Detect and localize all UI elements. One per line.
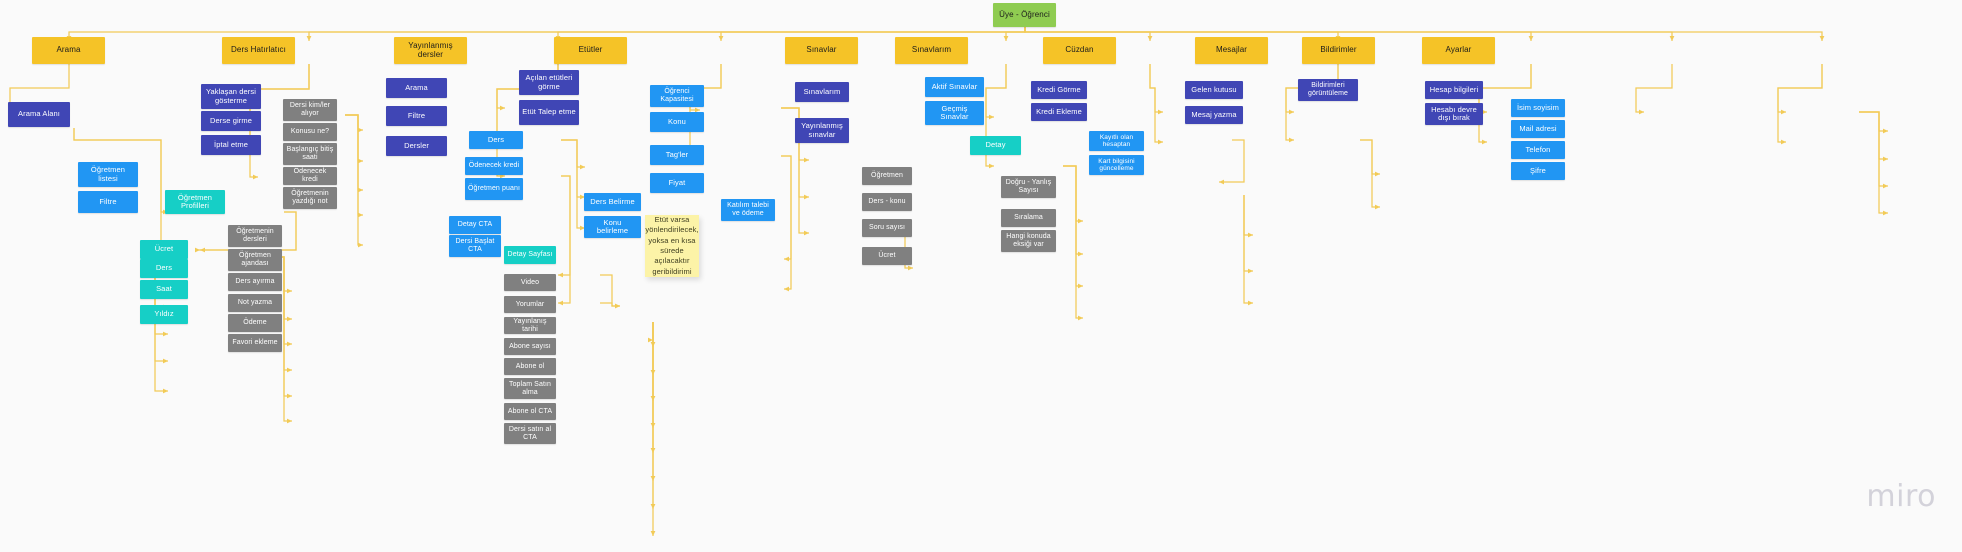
node-sinavlar-sinavlarim[interactable]: Sınavlarım bbox=[795, 82, 849, 102]
node-mesajlar[interactable]: Mesajlar bbox=[1195, 37, 1268, 64]
node-acilan-etutleri-gorme[interactable]: Açılan etütleri görme bbox=[519, 70, 579, 95]
node-mesaj-yazma[interactable]: Mesaj yazma bbox=[1185, 106, 1243, 124]
node-ders-ayirma[interactable]: Ders ayırma bbox=[228, 273, 282, 291]
node-sinav-ucret[interactable]: Ücret bbox=[862, 247, 912, 265]
node-yorumlar[interactable]: Yorumlar bbox=[504, 296, 556, 313]
node-sinavlarim[interactable]: Sınavlarım bbox=[895, 37, 968, 64]
node-katilim-talebi-ve-odeme[interactable]: Katılım talebi ve ödeme bbox=[721, 199, 775, 221]
node-ders-hatirlatici[interactable]: Ders Hatırlatıcı bbox=[222, 37, 295, 64]
node-etut-talep-etme[interactable]: Etüt Talep etme bbox=[519, 100, 579, 125]
miro-watermark: miro bbox=[1866, 479, 1936, 514]
node-arama-filtre[interactable]: Filtre bbox=[78, 191, 138, 213]
node-konusu-ne[interactable]: Konusu ne? bbox=[283, 123, 337, 141]
node-hesap-bilgileri[interactable]: Hesap bilgileri bbox=[1425, 81, 1483, 99]
node-bildirimler[interactable]: Bildirimler bbox=[1302, 37, 1375, 64]
node-filtre-ders[interactable]: Ders bbox=[469, 131, 523, 149]
node-arama-alani[interactable]: Arama Alanı bbox=[8, 102, 70, 127]
node-not-yazma[interactable]: Not yazma bbox=[228, 294, 282, 312]
node-gecmis-sinavlar[interactable]: Geçmiş Sınavlar bbox=[925, 101, 984, 125]
node-saat[interactable]: Saat bbox=[140, 280, 188, 299]
node-yayinlanmis-dersler[interactable]: Yayınlanmış dersler bbox=[394, 37, 467, 64]
node-derse-girme[interactable]: Derse girme bbox=[201, 111, 261, 131]
node-favori-ekleme[interactable]: Favori ekleme bbox=[228, 334, 282, 352]
node-yayinlanmis-filtre[interactable]: Filtre bbox=[386, 106, 447, 126]
node-kredi-gorme[interactable]: Kredi Görme bbox=[1031, 81, 1087, 99]
node-ogretmen-profilleri[interactable]: Öğretmen Profilleri bbox=[165, 190, 225, 214]
node-odenecek-kredi-hatirlatici[interactable]: Ödenecek kredi bbox=[283, 167, 337, 185]
node-fiyat[interactable]: Fiyat bbox=[650, 173, 704, 193]
node-kart-bilgisini-guncelleme[interactable]: Kart bilgisini güncelleme bbox=[1089, 155, 1144, 175]
node-detay-cta[interactable]: Detay CTA bbox=[449, 216, 501, 234]
node-filtre-odenecek-kredi[interactable]: Ödenecek kredi bbox=[465, 157, 523, 175]
node-yaklasan-dersi[interactable]: Yaklaşan dersi gösterme bbox=[201, 84, 261, 109]
node-etutler[interactable]: Etütler bbox=[554, 37, 627, 64]
node-tagler[interactable]: Tag'ler bbox=[650, 145, 704, 165]
node-odeme[interactable]: Ödeme bbox=[228, 314, 282, 332]
node-sinav-ogretmen[interactable]: Öğretmen bbox=[862, 167, 912, 185]
node-ogretmenin-dersleri[interactable]: Öğretmenin dersleri bbox=[228, 225, 282, 247]
node-siralama[interactable]: Sıralama bbox=[1001, 209, 1056, 227]
node-kredi-ekleme[interactable]: Kredi Ekleme bbox=[1031, 103, 1087, 121]
node-ders-belirme[interactable]: Ders Belirme bbox=[584, 193, 641, 211]
node-sifre[interactable]: Şifre bbox=[1511, 162, 1565, 180]
node-video[interactable]: Video bbox=[504, 274, 556, 291]
node-iptal-etme[interactable]: İptal etme bbox=[201, 135, 261, 155]
node-sinav-ders-konu[interactable]: Ders - konu bbox=[862, 193, 912, 211]
node-bildirimleri-goruntuleme[interactable]: Bildirimleri görüntüleme bbox=[1298, 79, 1358, 101]
node-abone-sayisi[interactable]: Abone sayısı bbox=[504, 338, 556, 355]
node-ders-filtre[interactable]: Ders bbox=[140, 259, 188, 278]
node-toplam-satin-alma[interactable]: Toplam Satın alma bbox=[504, 378, 556, 399]
node-konu[interactable]: Konu bbox=[650, 112, 704, 132]
node-kayitli-olan-hesaptan[interactable]: Kayıtlı olan hesaptan bbox=[1089, 131, 1144, 151]
node-dersi-satin-al-cta[interactable]: Dersi satın al CTA bbox=[504, 423, 556, 444]
node-ogrenci-kapasitesi[interactable]: Öğrenci Kapasitesi bbox=[650, 85, 704, 107]
node-ayarlar[interactable]: Ayarlar bbox=[1422, 37, 1495, 64]
node-gelen-kutusu[interactable]: Gelen kutusu bbox=[1185, 81, 1243, 99]
node-isim-soyisim[interactable]: İsim soyisim bbox=[1511, 99, 1565, 117]
node-dogru-yanlis-sayisi[interactable]: Doğru - Yanlış Sayısı bbox=[1001, 176, 1056, 198]
node-baslangic-bitis-saati[interactable]: Başlangıç bitiş saati bbox=[283, 143, 337, 165]
node-dersi-baslat-cta[interactable]: Dersi Başlat CTA bbox=[449, 235, 501, 257]
node-arama[interactable]: Arama bbox=[32, 37, 105, 64]
node-ogretmenin-yazdigi-not[interactable]: Öğretmenin yazdığı not bbox=[283, 187, 337, 209]
node-telefon[interactable]: Telefon bbox=[1511, 141, 1565, 159]
node-hesabi-devre-disi-birak[interactable]: Hesabı devre dışı bırak bbox=[1425, 103, 1483, 125]
node-abone-ol[interactable]: Abone ol bbox=[504, 358, 556, 375]
node-ogretmen-listesi[interactable]: Öğretmen listesi bbox=[78, 162, 138, 187]
node-yayinlanmis-dersler-list[interactable]: Dersler bbox=[386, 136, 447, 156]
node-yayinlanmis-sinavlar[interactable]: Yayınlanmış sınavlar bbox=[795, 118, 849, 143]
node-root[interactable]: Üye - Öğrenci bbox=[993, 3, 1056, 27]
node-sinav-soru-sayisi[interactable]: Soru sayısı bbox=[862, 219, 912, 237]
node-dersi-kimler-aliyor[interactable]: Dersi kim/ler alıyor bbox=[283, 99, 337, 121]
node-abone-ol-cta[interactable]: Abone ol CTA bbox=[504, 403, 556, 420]
node-cuzdan[interactable]: Cüzdan bbox=[1043, 37, 1116, 64]
node-yayinlanmis-arama[interactable]: Arama bbox=[386, 78, 447, 98]
node-mail-adresi[interactable]: Mail adresi bbox=[1511, 120, 1565, 138]
node-yayinlanis-tarihi[interactable]: Yayınlanış tarihi bbox=[504, 317, 556, 334]
node-filtre-ogretmen-puani[interactable]: Öğretmen puanı bbox=[465, 178, 523, 200]
node-konu-belirleme[interactable]: Konu belirleme bbox=[584, 216, 641, 238]
sticky-note-etut[interactable]: Etüt varsa yönlendirilecek, yoksa en kıs… bbox=[645, 215, 699, 277]
node-detay-sayfasi[interactable]: Detay Sayfası bbox=[504, 246, 556, 264]
node-detay[interactable]: Detay bbox=[970, 136, 1021, 155]
node-yildiz[interactable]: Yıldız bbox=[140, 305, 188, 324]
node-sinavlar[interactable]: Sınavlar bbox=[785, 37, 858, 64]
node-hangi-konuda-eksigi-var[interactable]: Hangi konuda eksiği var bbox=[1001, 230, 1056, 252]
node-ogretmen-ajandasi[interactable]: Öğretmen ajandası bbox=[228, 249, 282, 271]
node-aktif-sinavlar[interactable]: Aktif Sınavlar bbox=[925, 77, 984, 97]
node-ucret[interactable]: Ücret bbox=[140, 240, 188, 259]
